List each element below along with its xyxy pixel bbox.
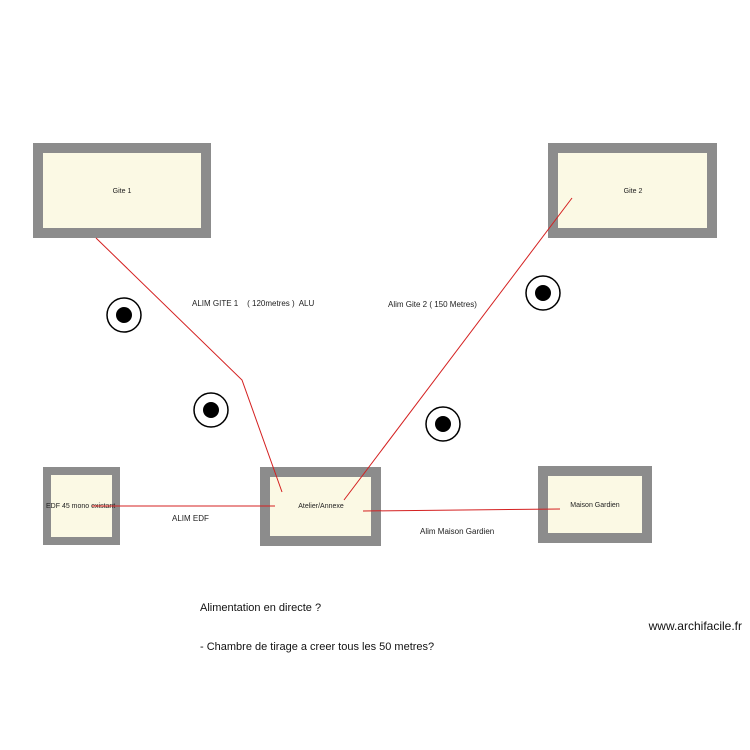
cable-gite-1 bbox=[95, 237, 283, 493]
cable-gite-2-label: Alim Gite 2 ( 150 Metres) bbox=[388, 300, 477, 309]
cable-maison bbox=[362, 508, 561, 512]
cable-edf-label: ALIM EDF bbox=[172, 514, 209, 523]
room-gite-1[interactable]: Gite 1 bbox=[33, 143, 211, 238]
room-gite-2-floor bbox=[558, 153, 707, 228]
cable-maison-label: Alim Maison Gardien bbox=[420, 527, 494, 536]
room-gite-2[interactable]: Gite 2 bbox=[548, 143, 717, 238]
watermark: www.archifacile.fr bbox=[648, 619, 742, 633]
target-marker-icon[interactable] bbox=[193, 392, 229, 428]
room-edf-label: EDF 45 mono existant bbox=[46, 503, 115, 510]
target-marker-icon[interactable] bbox=[525, 275, 561, 311]
cable-gite-2 bbox=[343, 197, 573, 501]
room-gite-2-label: Gite 2 bbox=[624, 188, 643, 195]
note-line-2: - Chambre de tirage a creer tous les 50 … bbox=[200, 641, 435, 653]
note: Alimentation en directe ? - Chambre de t… bbox=[200, 576, 434, 667]
target-marker-icon[interactable] bbox=[425, 406, 461, 442]
note-line-1: Alimentation en directe ? bbox=[200, 602, 322, 614]
room-gite-1-label: Gite 1 bbox=[113, 188, 132, 195]
target-marker-icon[interactable] bbox=[106, 297, 142, 333]
room-maison-floor bbox=[548, 476, 642, 533]
cable-gite-1-label: ALIM GITE 1 ( 120metres ) ALU bbox=[192, 299, 314, 308]
room-atelier-label: Atelier/Annexe bbox=[298, 503, 344, 510]
room-maison-gardien[interactable]: Maison Gardien bbox=[538, 466, 652, 543]
room-maison-label: Maison Gardien bbox=[570, 502, 620, 509]
room-atelier-annexe[interactable]: Atelier/Annexe bbox=[260, 467, 381, 546]
room-gite-1-floor bbox=[43, 153, 201, 228]
